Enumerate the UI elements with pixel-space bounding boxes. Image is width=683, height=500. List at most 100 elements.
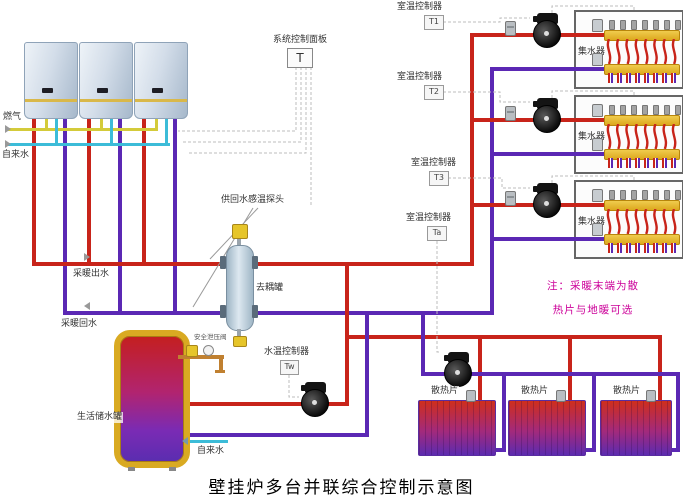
pipe-boiler3-return <box>173 117 177 315</box>
zone2-controller-box[interactable]: T2 <box>424 85 444 100</box>
safety-relief-pipe <box>178 355 224 359</box>
boiler-band <box>80 99 132 102</box>
pipe-radiator2-drop <box>568 335 572 400</box>
boiler-band <box>135 99 187 102</box>
manifold-label: 集水器 <box>578 217 606 227</box>
pipe-zone2-supply <box>470 118 574 122</box>
radiator2-valve-icon <box>556 390 566 402</box>
extra-controller-box[interactable]: Ta <box>427 226 447 241</box>
pipe-dhw-supply-drop <box>345 262 349 406</box>
manifold-return-entry <box>574 237 604 241</box>
manifold-circuit-pipes <box>606 209 677 234</box>
zone1-manifold-box: 集水器 <box>574 10 683 89</box>
radiator3-valve-icon <box>646 390 656 402</box>
zone3-pump <box>532 183 564 218</box>
pressure-gauge-icon <box>203 345 214 356</box>
system-panel-label: 系统控制面板 <box>272 35 329 46</box>
dhw-controller-symbol: Tw <box>284 362 295 371</box>
pipe-gas-riser-2 <box>100 117 103 128</box>
return-flow-arrow-icon <box>84 302 90 310</box>
pipe-radiator3-drop <box>658 335 662 400</box>
note-line-2: 热片与地暖可选 <box>552 304 634 316</box>
pipe-tapwater-header <box>8 143 170 146</box>
gas-flow-arrow-icon <box>5 125 11 133</box>
pipe-boiler1-supply <box>32 117 36 266</box>
diagram-title: 壁挂炉多台并联综合控制示意图 <box>208 478 475 498</box>
system-panel-box[interactable]: T <box>287 48 313 68</box>
manifold-supply-bar <box>604 200 680 211</box>
pipe-return-trunk <box>490 67 494 315</box>
pump-body-icon <box>444 359 472 387</box>
safety-relief-label: 安全泄压阀 <box>193 332 228 343</box>
zone3-controller-symbol: T3 <box>434 173 444 182</box>
pipe-radiator2-riser <box>592 376 596 452</box>
pipe-tapwater-riser-1 <box>55 117 58 143</box>
zone1-controller-symbol: T1 <box>429 17 439 26</box>
pipe-boiler2-supply <box>87 117 91 266</box>
boiler-band <box>25 99 77 102</box>
safety-relief-valve-icon <box>186 345 198 357</box>
zone1-valve-icon <box>505 21 516 36</box>
zone2-pump <box>532 98 564 133</box>
pipe-tapwater-riser-2 <box>110 117 113 143</box>
system-panel-symbol: T <box>296 51 304 65</box>
dhw-controller-box[interactable]: Tw <box>280 360 299 375</box>
air-vent-valve-icon <box>232 224 248 239</box>
decoupler-drain-stem <box>237 329 241 337</box>
manifold-circuit-stubs <box>608 158 676 168</box>
flow-meter-icon <box>592 104 603 117</box>
manifold-supply-bar <box>604 115 680 126</box>
pipe-tank-tapwater-inlet <box>176 440 228 443</box>
radiator3-label: 散热片 <box>612 386 642 397</box>
radiator-3 <box>600 400 672 456</box>
pump-motor-icon <box>444 352 469 363</box>
safety-relief-spout <box>215 370 225 373</box>
decoupler-flange <box>220 256 226 269</box>
extra-controller-symbol: Ta <box>432 228 442 237</box>
heating-supply-label: 采暖出水 <box>72 269 111 280</box>
pipe-return-header <box>63 311 494 315</box>
boiler-display <box>97 88 108 93</box>
dhw-pump <box>300 382 332 417</box>
manifold-return-bar <box>604 234 680 245</box>
flow-meter-icon <box>592 53 603 66</box>
pipe-dhw-return-riser <box>365 311 369 437</box>
manifold-supply-bar <box>604 30 680 41</box>
zone2-controller-label: 室温控制器 <box>396 72 444 83</box>
zone3-controller-box[interactable]: T3 <box>429 171 449 186</box>
decoupler-label: 去耦罐 <box>255 283 285 294</box>
decoupler-vessel <box>226 245 254 331</box>
pipe-gas-riser-3 <box>155 117 158 128</box>
pump-motor-icon <box>533 98 558 109</box>
tank-foot <box>169 467 176 471</box>
pump-motor-icon <box>533 183 558 194</box>
heating-return-label: 采暖回水 <box>60 319 99 330</box>
zone3-manifold-box: 集水器 <box>574 180 683 259</box>
pipe-radiator-supply <box>345 335 662 339</box>
tank-tapwater-arrow-icon <box>182 437 188 445</box>
tank-tapwater-label: 自来水 <box>196 446 226 457</box>
boiler-3 <box>134 42 188 119</box>
radiator-circuit-pump <box>443 352 475 387</box>
zone2-manifold-box: 集水器 <box>574 95 683 174</box>
pipe-radiator3-riser <box>676 376 680 452</box>
pipe-zone2-return <box>490 152 574 156</box>
flow-meter-icon <box>592 138 603 151</box>
manifold-label: 集水器 <box>578 47 606 57</box>
manifold-return-bar <box>604 64 680 75</box>
radiator1-valve-icon <box>466 390 476 402</box>
zone2-controller-symbol: T2 <box>429 87 439 96</box>
flow-meter-icon <box>592 189 603 202</box>
boiler-1 <box>24 42 78 119</box>
pump-body-icon <box>533 20 561 48</box>
extra-controller-label: 室温控制器 <box>405 213 453 224</box>
zone1-controller-box[interactable]: T1 <box>424 15 444 30</box>
manifold-circuit-pipes <box>606 39 677 64</box>
note-line-1: 注：采暖末端为散 <box>547 280 639 292</box>
manifold-valve-knobs <box>609 20 683 30</box>
dhw-storage-tank <box>114 330 190 471</box>
decoupler-flange <box>252 256 258 269</box>
pipe-radiator1-riser <box>502 376 506 452</box>
pipe-boiler1-return <box>63 117 67 315</box>
